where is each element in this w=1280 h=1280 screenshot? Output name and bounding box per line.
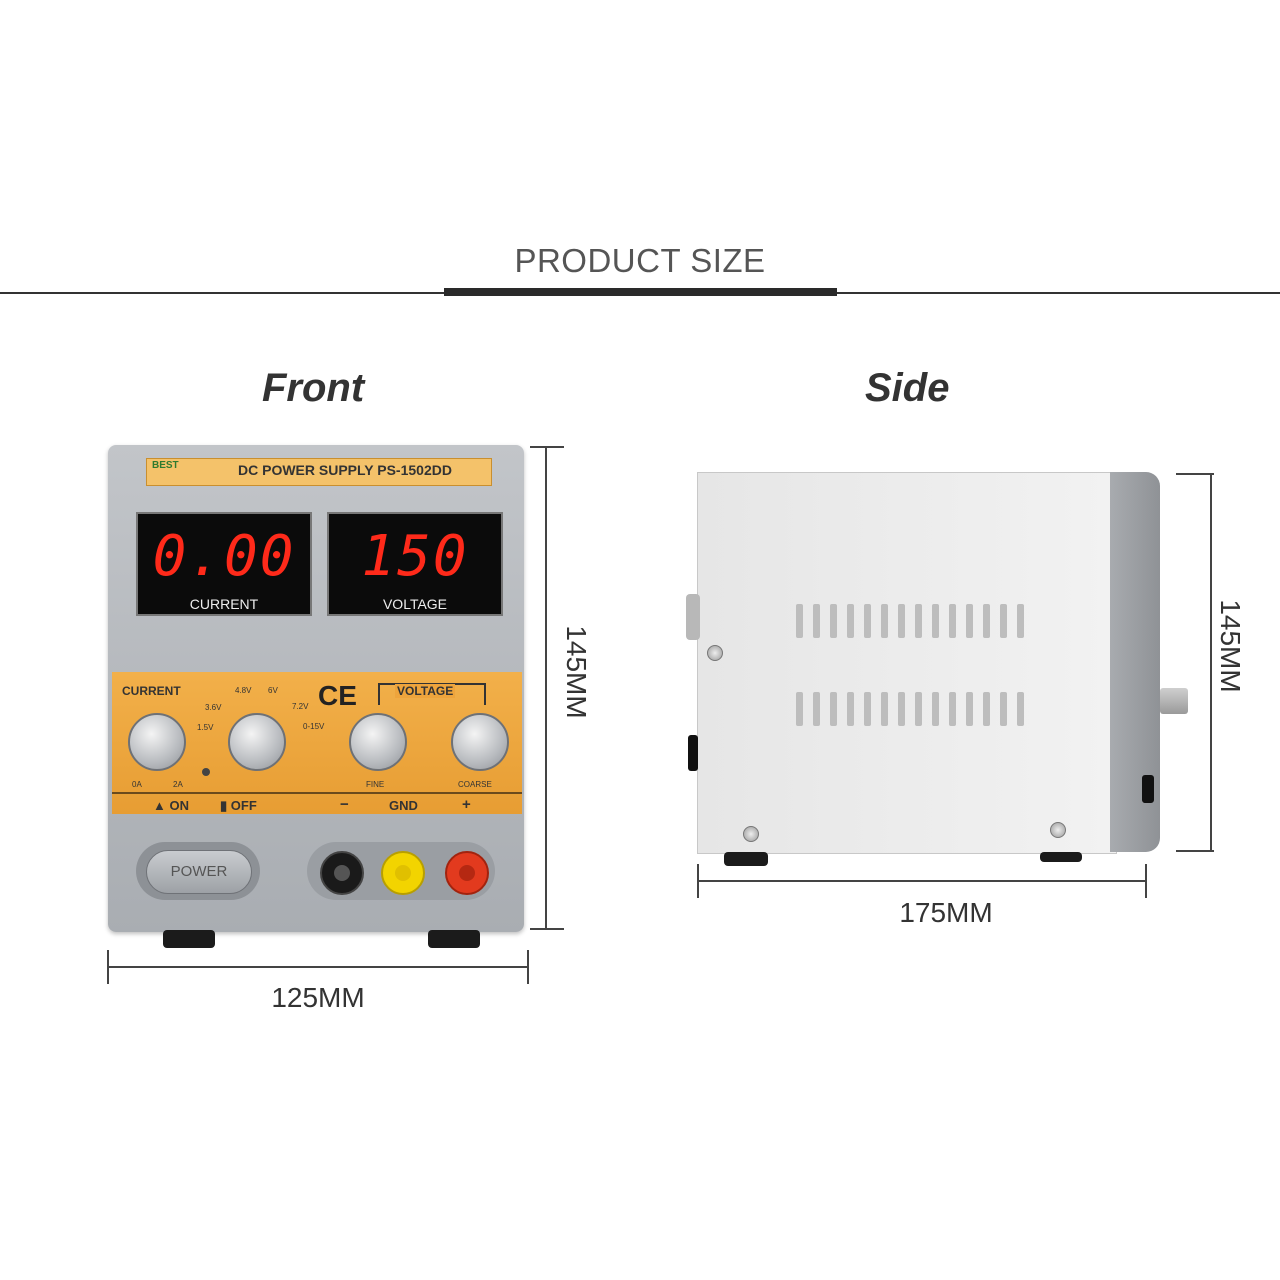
front-height-tick-top	[530, 446, 564, 448]
vent-slot	[864, 604, 871, 638]
vent-slot	[830, 604, 837, 638]
front-post	[1142, 775, 1154, 803]
vent-slot	[864, 692, 871, 726]
current-knob-label: CURRENT	[122, 684, 181, 698]
front-foot-left	[163, 930, 215, 948]
vent-slot	[966, 692, 973, 726]
side-screw-lower-right	[1050, 822, 1066, 838]
side-height-line	[1210, 474, 1212, 852]
front-width-line	[108, 966, 528, 968]
side-screw-upper	[707, 645, 723, 661]
current-reading: 0.00	[152, 524, 296, 589]
vent-slot	[1017, 604, 1024, 638]
fine-voltage-knob[interactable]	[349, 713, 407, 771]
ce-mark: CE	[318, 680, 357, 711]
fine-label: FINE	[366, 780, 385, 789]
model-label: DC POWER SUPPLY PS-1502DD	[238, 462, 452, 478]
range-label-4: 6V	[268, 686, 278, 695]
vent-slot	[847, 692, 854, 726]
front-height-tick-bottom	[530, 928, 564, 930]
front-height-line	[545, 447, 547, 929]
vent-slot	[813, 692, 820, 726]
side-height-label: 145MM	[1215, 599, 1246, 693]
off-label: ▮ OFF	[220, 798, 257, 813]
ground-terminal[interactable]	[381, 851, 425, 895]
side-foot-left	[724, 852, 768, 866]
positive-terminal[interactable]	[445, 851, 489, 895]
minus-label: −	[340, 796, 349, 813]
negative-terminal[interactable]	[320, 851, 364, 895]
vent-slot	[983, 604, 990, 638]
range-label-2: 3.6V	[205, 703, 222, 712]
front-width-tick-left	[107, 950, 109, 984]
side-depth-tick-right	[1145, 864, 1147, 898]
side-height-tick-top	[1176, 473, 1214, 475]
vent-slot	[830, 692, 837, 726]
vent-slot	[847, 604, 854, 638]
side-view-label: Side	[865, 366, 950, 410]
front-width-tick-right	[527, 950, 529, 984]
side-depth-tick-left	[697, 864, 699, 898]
current-min-label: 0A	[132, 780, 142, 789]
vent-slot	[881, 692, 888, 726]
vent-slot	[932, 604, 939, 638]
vent-slot	[881, 604, 888, 638]
vent-slot	[966, 604, 973, 638]
vent-slot	[983, 692, 990, 726]
power-button[interactable]: POWER	[146, 850, 252, 894]
side-depth-line	[698, 880, 1146, 882]
voltage-display-label: VOLTAGE	[382, 596, 448, 612]
vent-slot	[796, 604, 803, 638]
voltage-display: 150 VOLTAGE	[327, 512, 503, 616]
side-foot-right	[1040, 852, 1082, 862]
range-label-1: 1.5V	[197, 723, 214, 732]
vent-slot	[915, 692, 922, 726]
vent-slot	[932, 692, 939, 726]
section-title: PRODUCT SIZE	[514, 242, 766, 279]
indicator-led	[202, 768, 210, 776]
current-max-label: 2A	[173, 780, 183, 789]
vent-slot	[915, 604, 922, 638]
front-view-label: Front	[262, 366, 365, 410]
side-depth-label: 175MM	[899, 897, 993, 928]
vent-slot	[1017, 692, 1024, 726]
front-foot-right	[428, 930, 480, 948]
vent-slot	[949, 692, 956, 726]
side-height-tick-bottom	[1176, 850, 1214, 852]
range-label-6: 0-15V	[303, 722, 325, 731]
header-accent-bar	[444, 288, 837, 296]
vent-slot	[898, 604, 905, 638]
vent-slot	[898, 692, 905, 726]
side-view-device	[697, 472, 1117, 854]
coarse-voltage-knob[interactable]	[451, 713, 509, 771]
on-label: ▲ ON	[153, 798, 189, 813]
side-screw-lower-left	[743, 826, 759, 842]
front-height-label: 145MM	[561, 625, 592, 719]
voltage-reading: 150	[361, 524, 469, 589]
front-width-label: 125MM	[271, 982, 365, 1013]
range-selector-knob[interactable]	[228, 713, 286, 771]
vent-slot	[1000, 604, 1007, 638]
vent-slot	[949, 604, 956, 638]
vent-slot	[813, 604, 820, 638]
current-knob[interactable]	[128, 713, 186, 771]
vent-slot	[1000, 692, 1007, 726]
current-display: 0.00 CURRENT	[136, 512, 312, 616]
coarse-label: COARSE	[458, 780, 492, 789]
panel-divider	[112, 792, 522, 794]
voltage-group-label: VOLTAGE	[395, 684, 456, 698]
range-label-5: 7.2V	[292, 702, 309, 711]
current-display-label: CURRENT	[189, 596, 259, 612]
vent-slot	[796, 692, 803, 726]
brand-logo: BEST	[152, 460, 179, 471]
side-knob	[1160, 688, 1188, 714]
brand-strip	[146, 458, 492, 486]
rear-connector	[686, 594, 700, 640]
range-label-3: 4.8V	[235, 686, 252, 695]
gnd-label: GND	[389, 798, 418, 813]
plus-label: +	[462, 796, 471, 813]
rear-post	[688, 735, 698, 771]
